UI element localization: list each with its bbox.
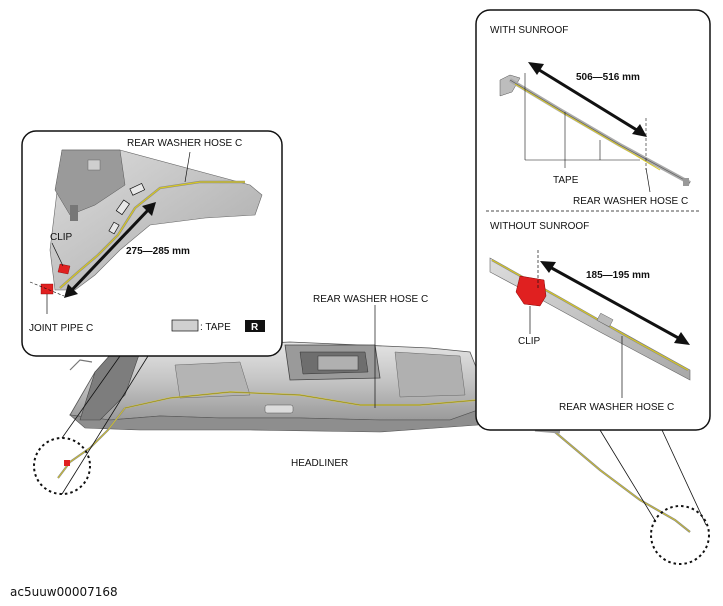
with-sunroof-dimension: 506—516 mm bbox=[576, 72, 640, 83]
r-mark-label: R bbox=[251, 322, 259, 333]
callout-line bbox=[61, 355, 121, 439]
inset-hose-label: REAR WASHER HOSE C bbox=[127, 138, 242, 149]
callout-line bbox=[61, 355, 149, 495]
without-sunroof-hose-label: REAR WASHER HOSE C bbox=[559, 402, 674, 413]
front-clip-inset bbox=[21, 130, 283, 357]
without-sunroof-dimension: 185—195 mm bbox=[586, 270, 650, 281]
joint-pipe-label: JOINT PIPE C bbox=[29, 323, 93, 334]
callout-line bbox=[661, 429, 707, 526]
without-sunroof-heading: WITHOUT SUNROOF bbox=[490, 221, 589, 232]
with-sunroof-hose-label: REAR WASHER HOSE C bbox=[573, 196, 688, 207]
headliner-hose-label: REAR WASHER HOSE C bbox=[313, 294, 428, 305]
left-joint-marker bbox=[64, 460, 70, 466]
tape-legend-label: : TAPE bbox=[200, 322, 231, 333]
callout-line bbox=[599, 429, 657, 523]
headliner-illustration bbox=[57, 341, 691, 533]
front-clip-dimension: 275—285 mm bbox=[126, 246, 190, 257]
headliner-label: HEADLINER bbox=[291, 458, 348, 469]
with-sunroof-heading: WITH SUNROOF bbox=[490, 25, 568, 36]
tape-label: TAPE bbox=[553, 175, 579, 186]
right-detail-circle bbox=[650, 505, 710, 565]
sunroof-clip-label: CLIP bbox=[518, 336, 541, 347]
sunroof-inset bbox=[475, 9, 711, 431]
tape-legend-swatch bbox=[171, 319, 199, 332]
clip-label: CLIP bbox=[50, 232, 73, 243]
left-detail-circle bbox=[33, 437, 91, 495]
r-mark-badge bbox=[245, 320, 265, 332]
figure-code: ac5uuw00007168 bbox=[10, 585, 118, 599]
